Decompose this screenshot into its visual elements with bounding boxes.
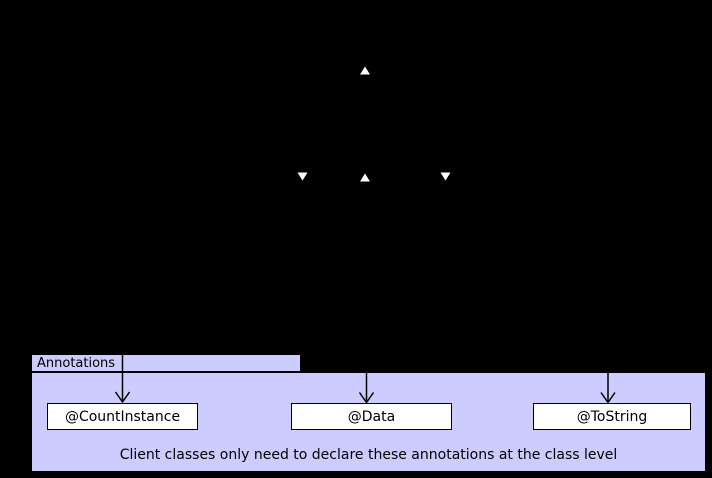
- annotation-label: @ToString: [576, 408, 648, 425]
- package-tab: Annotations: [30, 353, 302, 373]
- annotation-box-countinstance: @CountInstance: [47, 403, 198, 430]
- annotation-box-tostring: @ToString: [533, 403, 691, 430]
- generalization-arrowhead-up-icon: [360, 66, 370, 75]
- package-name: Annotations: [37, 355, 116, 371]
- package-caption: Client classes only need to declare thes…: [119, 447, 618, 463]
- annotation-label: @CountInstance: [64, 408, 181, 425]
- annotation-box-data: @Data: [291, 403, 452, 430]
- generalization-arrowhead-down-icon: [440, 172, 451, 181]
- generalization-arrowhead-down-icon: [297, 172, 308, 181]
- generalization-arrowhead-up-icon: [360, 173, 370, 182]
- annotation-label: @Data: [347, 408, 396, 425]
